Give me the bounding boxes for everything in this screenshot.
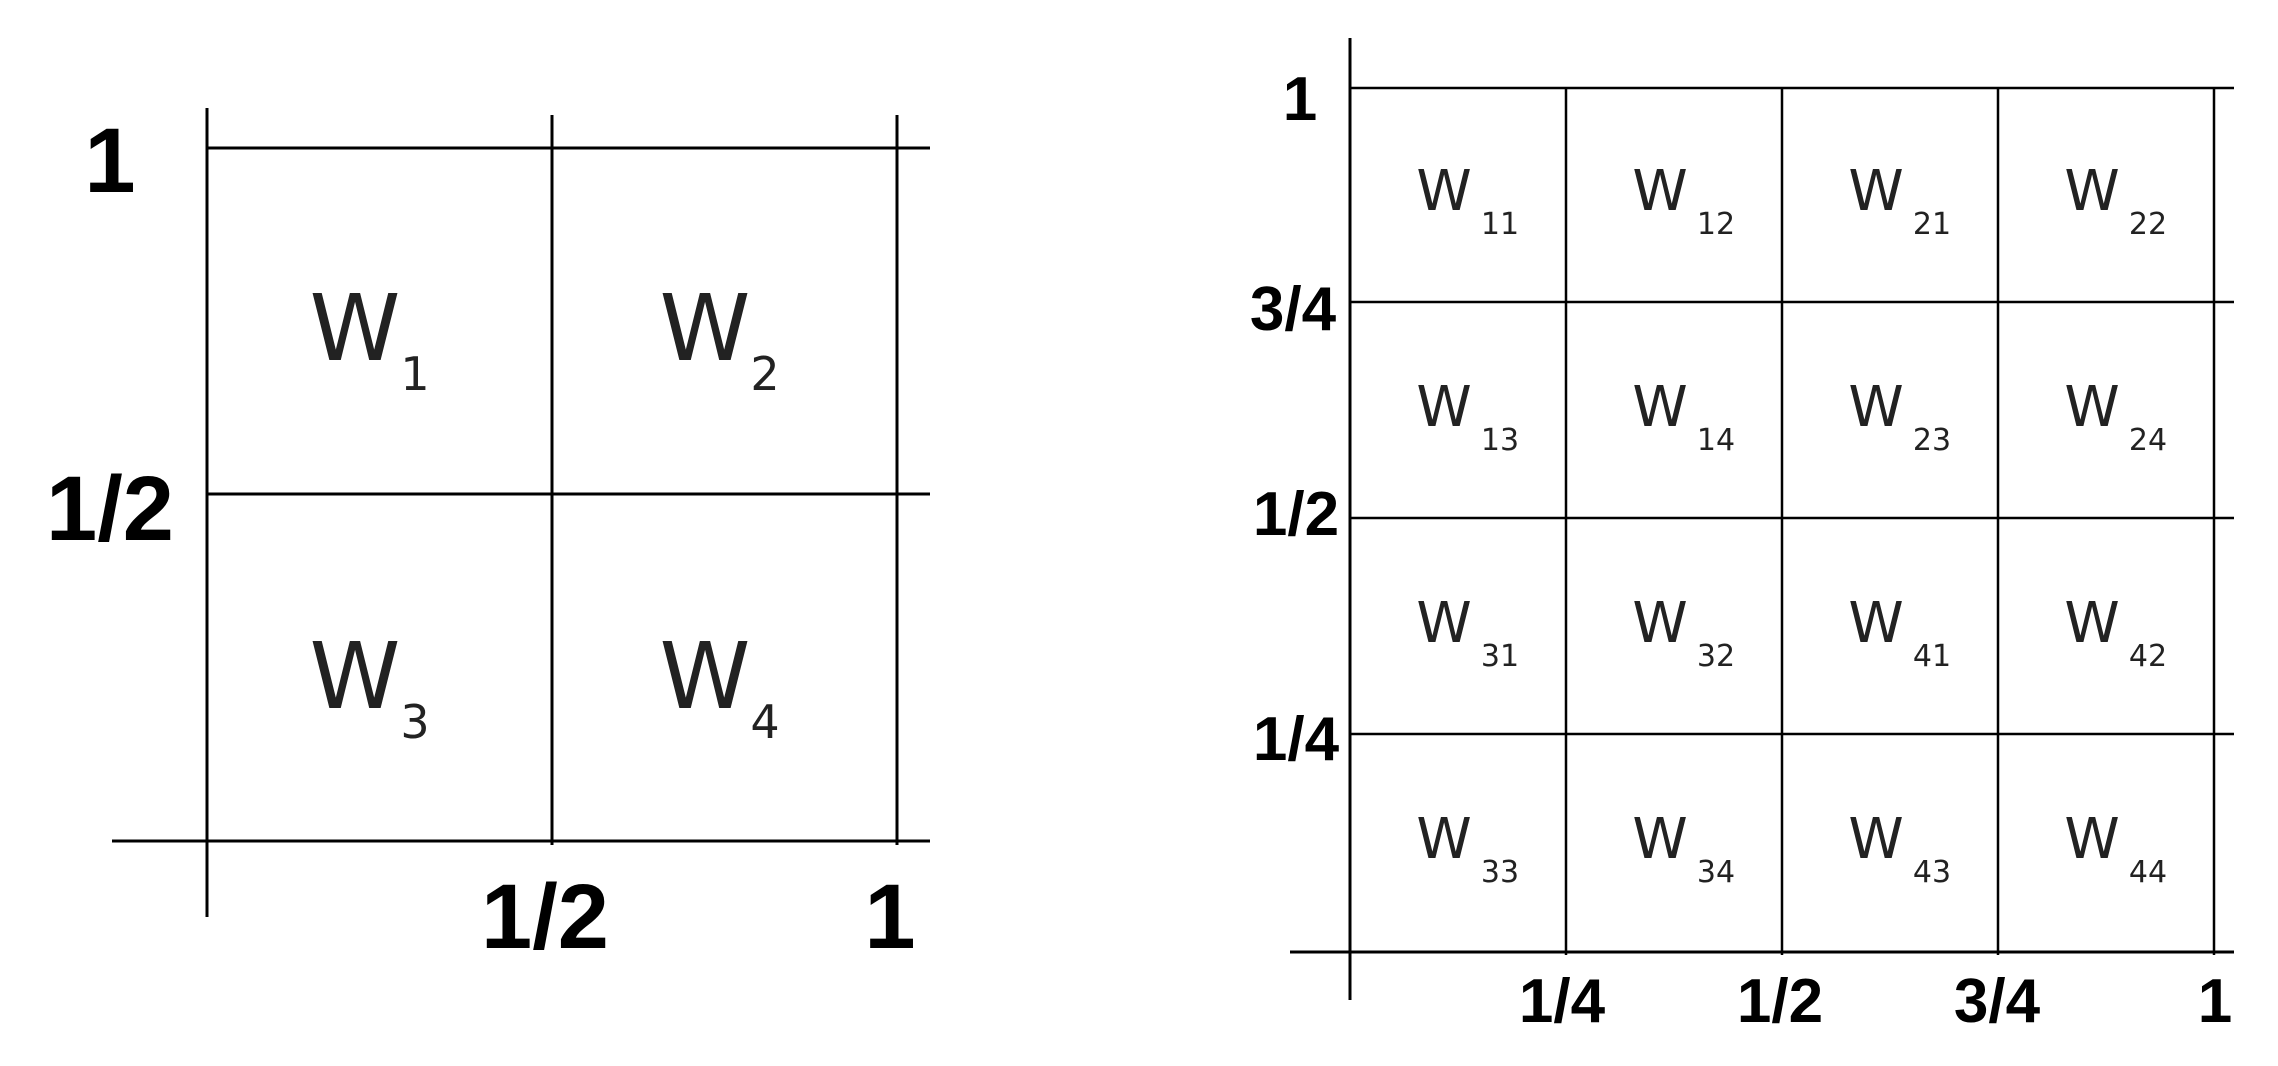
right-y-label-3-4: 3/4 xyxy=(1250,275,1337,344)
right-cell-w21: W 21 xyxy=(1848,159,1951,242)
right-cell-w42: W 42 xyxy=(2064,591,2167,674)
cell-base: W xyxy=(1848,591,1903,656)
cell-base: W xyxy=(1416,159,1471,224)
cell-subscript: 42 xyxy=(2129,639,2167,674)
cell-base: W xyxy=(1848,807,1903,872)
cell-base: W xyxy=(1632,375,1687,440)
cell-subscript: 23 xyxy=(1913,423,1951,458)
right-y-label-1-4: 1/4 xyxy=(1253,705,1340,774)
left-y-label-1: 1 xyxy=(84,110,135,212)
cell-subscript: 44 xyxy=(2129,855,2167,890)
cell-base: W xyxy=(1632,591,1687,656)
right-cell-w22: W 22 xyxy=(2064,159,2167,242)
cell-subscript: 1 xyxy=(400,347,429,401)
cell-subscript: 13 xyxy=(1481,423,1519,458)
cell-subscript: 34 xyxy=(1697,855,1735,890)
cell-subscript: 3 xyxy=(400,695,429,749)
cell-base: W xyxy=(1416,807,1471,872)
cell-base: W xyxy=(2064,807,2119,872)
left-cell-w4: W 4 xyxy=(660,623,780,749)
cell-base: W xyxy=(1632,159,1687,224)
right-cell-w32: W 32 xyxy=(1632,591,1735,674)
cell-base: W xyxy=(1848,375,1903,440)
right-y-label-1-2: 1/2 xyxy=(1253,480,1339,549)
right-cell-w34: W 34 xyxy=(1632,807,1735,890)
cell-subscript: 43 xyxy=(1913,855,1951,890)
cell-base: W xyxy=(1416,591,1471,656)
cell-subscript: 32 xyxy=(1697,639,1735,674)
right-cell-w12: W 12 xyxy=(1632,159,1735,242)
cell-subscript: 21 xyxy=(1913,207,1951,242)
right-cell-w24: W 24 xyxy=(2064,375,2167,458)
right-cell-w33: W 33 xyxy=(1416,807,1519,890)
cell-subscript: 24 xyxy=(2129,423,2167,458)
left-x-label-half: 1/2 xyxy=(481,866,609,968)
right-cell-w44: W 44 xyxy=(2064,807,2167,890)
cell-base: W xyxy=(2064,159,2119,224)
cell-subscript: 2 xyxy=(750,347,779,401)
right-cells: W11W12W21W22W13W14W23W24W31W32W41W42W33W… xyxy=(1416,159,2167,890)
left-grid xyxy=(112,108,930,917)
cell-subscript: 31 xyxy=(1481,639,1519,674)
left-cell-w3: W 3 xyxy=(310,623,430,749)
cell-base: W xyxy=(2064,591,2119,656)
right-cell-w43: W 43 xyxy=(1848,807,1951,890)
cell-subscript: 4 xyxy=(750,695,779,749)
cell-base: W xyxy=(660,623,751,730)
left-y-label-half: 1/2 xyxy=(46,458,174,560)
right-x-label-1-4: 1/4 xyxy=(1519,967,1606,1036)
left-cell-w2: W 2 xyxy=(660,275,780,401)
right-cell-w14: W 14 xyxy=(1632,375,1735,458)
right-cell-w11: W 11 xyxy=(1416,159,1519,242)
right-grid xyxy=(1290,38,2234,1000)
cell-base: W xyxy=(1632,807,1687,872)
cell-subscript: 41 xyxy=(1913,639,1951,674)
cell-subscript: 22 xyxy=(2129,207,2167,242)
cell-subscript: 11 xyxy=(1481,207,1519,242)
cell-base: W xyxy=(1848,159,1903,224)
cell-base: W xyxy=(2064,375,2119,440)
cell-subscript: 14 xyxy=(1697,423,1735,458)
right-cell-w13: W 13 xyxy=(1416,375,1519,458)
cell-base: W xyxy=(660,275,751,382)
left-cell-w1: W 1 xyxy=(310,275,430,401)
right-cell-w41: W 41 xyxy=(1848,591,1951,674)
cell-base: W xyxy=(310,275,401,382)
cell-base: W xyxy=(310,623,401,730)
right-x-label-1: 1 xyxy=(2198,967,2232,1036)
right-x-label-1-2: 1/2 xyxy=(1737,967,1823,1036)
cell-base: W xyxy=(1416,375,1471,440)
left-x-label-1: 1 xyxy=(864,866,915,968)
cell-subscript: 33 xyxy=(1481,855,1519,890)
right-x-label-3-4: 3/4 xyxy=(1954,967,2041,1036)
right-cell-w31: W 31 xyxy=(1416,591,1519,674)
right-y-label-1: 1 xyxy=(1283,65,1317,134)
right-cell-w23: W 23 xyxy=(1848,375,1951,458)
cell-subscript: 12 xyxy=(1697,207,1735,242)
